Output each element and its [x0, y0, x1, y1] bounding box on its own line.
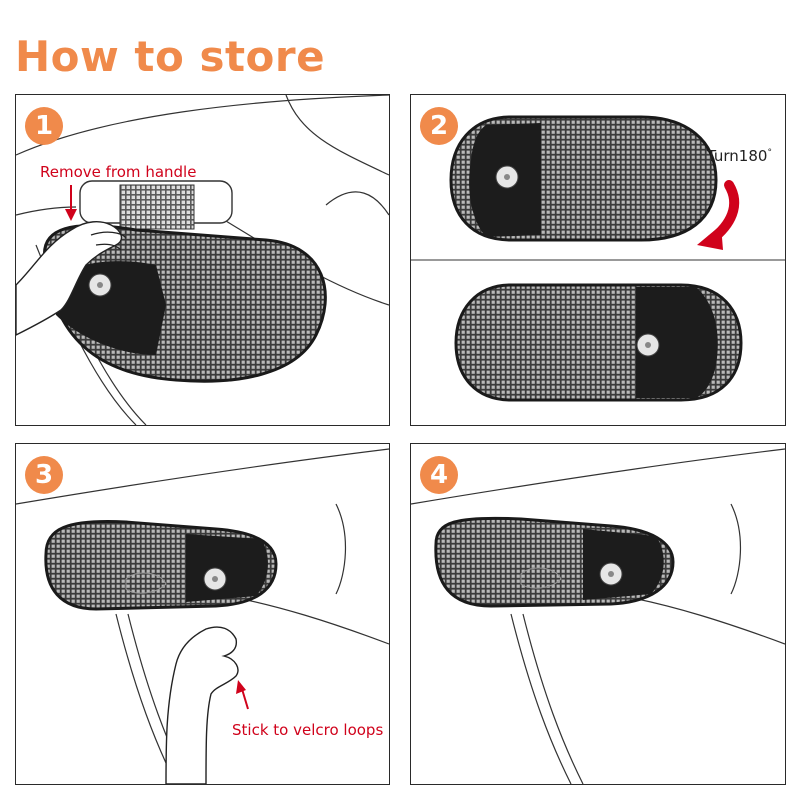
- step-number-badge: 3: [25, 456, 63, 494]
- sun-shade: [44, 520, 278, 611]
- step-number-badge: 1: [25, 107, 63, 145]
- step-panel-3: 3 Stick to velcro loops: [15, 443, 390, 785]
- step-3-caption: Stick to velcro loops: [232, 721, 384, 739]
- sun-shade-before-turn: [449, 115, 718, 242]
- page-title: How to store: [15, 32, 326, 81]
- step-2-illustration: [411, 115, 785, 402]
- curved-arrow-icon: [697, 180, 740, 250]
- arrow-icon: [236, 680, 249, 710]
- step-1-illustration: [16, 95, 389, 425]
- turn-label: Turn180: [707, 147, 768, 165]
- hand: [16, 221, 127, 336]
- step-panel-4: 4: [410, 443, 786, 785]
- step-number-badge: 4: [420, 456, 458, 494]
- step-2-caption: Turn180°: [707, 147, 772, 165]
- hand: [165, 626, 239, 784]
- sun-shade-after-turn: [454, 283, 743, 402]
- windshield-line: [411, 448, 785, 505]
- step-3-illustration: [16, 448, 389, 784]
- visor-handle: [79, 180, 233, 230]
- step-4-illustration: [411, 448, 785, 784]
- sun-shade: [43, 224, 327, 383]
- step-panel-1: 1 Remove from handle: [15, 94, 390, 426]
- degree-symbol: °: [767, 148, 772, 158]
- arrow-icon: [65, 185, 77, 221]
- sun-shade: [434, 516, 675, 608]
- step-1-caption: Remove from handle: [40, 163, 197, 181]
- windshield-line: [16, 448, 389, 505]
- windshield-line: [16, 95, 389, 156]
- step-panel-2: 2 Turn180°: [410, 94, 786, 426]
- step-number-badge: 2: [420, 107, 458, 145]
